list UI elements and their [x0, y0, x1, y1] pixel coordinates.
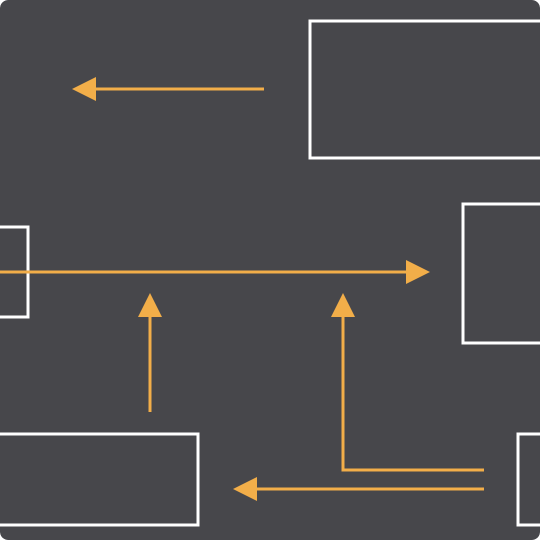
arrow-horizontal-right [0, 260, 430, 284]
box-bottom-left [0, 432, 200, 527]
arrow-bottom-left [233, 477, 484, 501]
arrow-up-elbow [331, 293, 484, 472]
box-top-right [308, 19, 540, 160]
box-middle-right [461, 202, 540, 345]
box-bottom-right [516, 432, 540, 527]
arrow-up-left [138, 293, 162, 412]
arrow-top-left [72, 77, 264, 101]
